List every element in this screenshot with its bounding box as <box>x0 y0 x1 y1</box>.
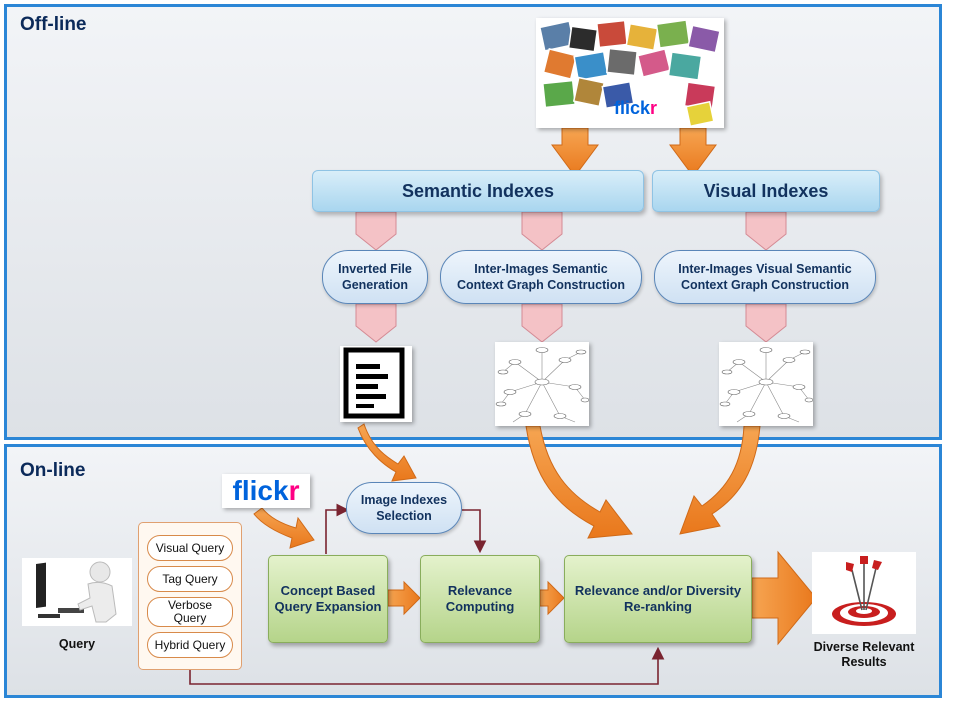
chevron-6 <box>745 303 787 343</box>
arrow-doc-to-selection <box>357 423 417 482</box>
verbose-query-option[interactable]: Verbose Query <box>147 597 233 627</box>
results-target-image <box>812 552 916 634</box>
arrow-concept-to-relevance <box>387 580 421 616</box>
arrow-collage-to-visual <box>669 127 717 177</box>
flickr-logo-last-letter: r <box>288 475 300 506</box>
semantic-indexes-bar: Semantic Indexes <box>312 170 644 212</box>
image-indexes-selection-node: Image Indexes Selection <box>346 482 462 534</box>
inter-images-semantic-node: Inter-Images Semantic Context Graph Cons… <box>440 250 642 304</box>
target-icon <box>832 556 896 626</box>
online-title: On-line <box>20 460 86 481</box>
semantic-context-graph-image <box>495 342 590 426</box>
arrow-rerank-to-results <box>751 550 817 646</box>
arrow-flickr-to-concept <box>253 507 315 549</box>
graph-icon <box>495 347 590 423</box>
flickr-logo-text: flickr <box>233 475 300 507</box>
query-label: Query <box>58 637 96 651</box>
visual-context-graph-image <box>719 342 814 426</box>
online-flickr-logo: flickr <box>222 474 310 508</box>
connector-query-panel-to-rerank <box>189 646 665 685</box>
chevron-3 <box>745 211 787 251</box>
query-types-panel: Visual Query Tag Query Verbose Query Hyb… <box>138 522 242 670</box>
chevron-2 <box>521 211 563 251</box>
query-user-image <box>22 558 132 626</box>
photo-collage-icon: flickr <box>538 19 721 128</box>
diverse-relevant-results-label: Diverse Relevant Results <box>813 640 915 669</box>
relevance-computing-box: Relevance Computing <box>420 555 540 643</box>
relevance-diversity-reranking-box: Relevance and/or Diversity Re-ranking <box>564 555 752 643</box>
tag-query-option[interactable]: Tag Query <box>147 566 233 592</box>
visual-indexes-bar: Visual Indexes <box>652 170 880 212</box>
chevron-5 <box>521 303 563 343</box>
arrow-semgraph-to-rerank <box>525 425 633 539</box>
graph-icon <box>719 347 814 423</box>
offline-title: Off-line <box>20 14 87 35</box>
arrow-collage-to-semantic <box>551 127 599 177</box>
collage-flickr-logo: flickr <box>614 98 657 118</box>
arrow-relevance-to-rerank <box>539 580 565 616</box>
computer-user-icon <box>36 561 117 623</box>
connector-concept-to-selection <box>325 503 350 554</box>
flickr-collage-image: flickr <box>536 18 724 128</box>
document-icon <box>343 347 405 419</box>
flickr-logo-label: flick <box>232 475 289 506</box>
visual-query-option[interactable]: Visual Query <box>147 535 233 561</box>
inverted-file-document <box>340 346 412 422</box>
concept-based-query-expansion-box: Concept Based Query Expansion <box>268 555 388 643</box>
connector-selection-to-relevance <box>462 509 487 554</box>
chevron-4 <box>355 303 397 343</box>
inter-images-visual-node: Inter-Images Visual Semantic Context Gra… <box>654 250 876 304</box>
inverted-file-generation-node: Inverted File Generation <box>322 250 428 304</box>
arrow-visgraph-to-rerank <box>679 425 761 535</box>
chevron-1 <box>355 211 397 251</box>
hybrid-query-option[interactable]: Hybrid Query <box>147 632 233 658</box>
